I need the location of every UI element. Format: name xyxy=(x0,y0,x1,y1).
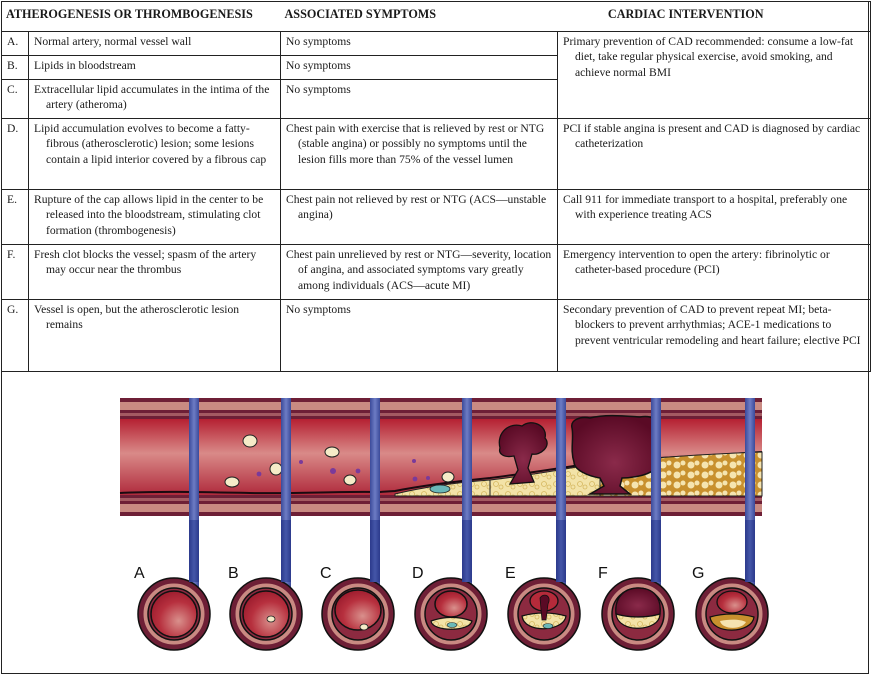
cross-section-c: C xyxy=(320,565,395,651)
section-marker-d xyxy=(462,398,472,588)
table-row: E. Rupture of the cap allows lipid in th… xyxy=(1,189,871,245)
vessel-wall-band-bottom xyxy=(120,504,762,512)
cross-section-d: D xyxy=(412,565,488,651)
section-marker-a xyxy=(189,398,199,588)
symptoms-text: Chest pain with exercise that is relieve… xyxy=(286,122,545,166)
cross-section-g: G xyxy=(692,565,769,651)
label-a: A xyxy=(134,565,145,582)
label-b: B xyxy=(228,565,239,582)
row-letter: C. xyxy=(1,79,29,119)
symptoms-text: No symptoms xyxy=(286,59,351,72)
label-e: E xyxy=(505,565,516,582)
row-letter: F. xyxy=(1,244,29,300)
lipid-particles xyxy=(224,434,455,488)
label-f: F xyxy=(598,565,608,582)
symptoms-text: Chest pain not relieved by rest or NTG (… xyxy=(286,193,547,222)
intervention-cell: PCI if stable angina is present and CAD … xyxy=(557,118,871,190)
intervention-text: Emergency intervention to open the arter… xyxy=(563,248,830,277)
section-marker-f xyxy=(651,398,661,588)
row-letter: B. xyxy=(1,55,29,80)
header-symptoms: ASSOCIATED SYMPTOMS xyxy=(280,1,558,32)
symptoms-cell: No symptoms xyxy=(280,31,558,56)
row-letter: E. xyxy=(1,189,29,245)
stage-cell: Lipid accumulation evolves to become a f… xyxy=(28,118,281,190)
label-g: G xyxy=(692,565,704,582)
stage-text: Lipid accumulation evolves to become a f… xyxy=(34,122,267,166)
intervention-text: Primary prevention of CAD recommended: c… xyxy=(563,35,854,79)
stage-text: Rupture of the cap allows lipid in the c… xyxy=(34,193,264,237)
stage-cell: Vessel is open, but the atherosclerotic … xyxy=(28,299,281,372)
header-atherogenesis: ATHEROGENESIS OR THROMBOGENESIS xyxy=(1,1,281,32)
stage-cell: Fresh clot blocks the vessel; spasm of t… xyxy=(28,244,281,300)
section-marker-e xyxy=(556,398,566,588)
intervention-cell: Secondary prevention of CAD to prevent r… xyxy=(557,299,871,372)
table-row: G. Vessel is open, but the atherosclerot… xyxy=(1,299,871,372)
artery-illustration-svg: A B C xyxy=(119,398,769,651)
row-letter: G. xyxy=(1,299,29,372)
stage-cell: Lipids in bloodstream xyxy=(28,55,281,80)
intervention-cell: Call 911 for immediate transport to a ho… xyxy=(557,189,871,245)
label-d: D xyxy=(412,565,424,582)
intervention-text: Secondary prevention of CAD to prevent r… xyxy=(563,303,861,347)
intervention-text: PCI if stable angina is present and CAD … xyxy=(563,122,861,151)
intervention-text: Call 911 for immediate transport to a ho… xyxy=(563,193,848,222)
stage-text: Vessel is open, but the atherosclerotic … xyxy=(34,303,240,332)
stage-cell: Rupture of the cap allows lipid in the c… xyxy=(28,189,281,245)
cross-section-f: F xyxy=(598,565,675,651)
symptoms-cell: Chest pain with exercise that is relieve… xyxy=(280,118,558,190)
table-header-row: ATHEROGENESIS OR THROMBOGENESIS ASSOCIAT… xyxy=(1,1,871,32)
row-letter: D. xyxy=(1,118,29,190)
header-intervention: CARDIAC INTERVENTION xyxy=(557,1,871,32)
stage-cell: Normal artery, normal vessel wall xyxy=(28,31,281,56)
foam-cell xyxy=(429,484,451,494)
row-letter: A. xyxy=(1,31,29,56)
longitudinal-artery xyxy=(119,398,763,588)
stage-text: Lipids in bloodstream xyxy=(34,59,136,72)
intervention-cell: Emergency intervention to open the arter… xyxy=(557,244,871,300)
symptoms-cell: Chest pain not relieved by rest or NTG (… xyxy=(280,189,558,245)
stage-text: Normal artery, normal vessel wall xyxy=(34,35,192,48)
intervention-cell-primary-prevention: Primary prevention of CAD recommended: c… xyxy=(557,31,871,119)
symptoms-cell: No symptoms xyxy=(280,79,558,119)
artery-illustration: A B C xyxy=(0,370,872,677)
symptoms-cell: No symptoms xyxy=(280,299,558,372)
thrombus-forming xyxy=(498,422,548,485)
table-row: A. Normal artery, normal vessel wall No … xyxy=(1,31,871,119)
symptoms-text: Chest pain unrelieved by rest or NTG—sev… xyxy=(286,248,552,292)
section-markers xyxy=(189,398,755,588)
symptoms-text: No symptoms xyxy=(286,83,351,96)
table-row: F. Fresh clot blocks the vessel; spasm o… xyxy=(1,244,871,300)
cross-section-e: E xyxy=(505,565,581,651)
stage-text: Fresh clot blocks the vessel; spasm of t… xyxy=(34,248,257,277)
section-marker-b xyxy=(281,398,291,588)
symptoms-cell: Chest pain unrelieved by rest or NTG—sev… xyxy=(280,244,558,300)
section-marker-g xyxy=(745,398,755,588)
symptoms-cell: No symptoms xyxy=(280,55,558,80)
cross-section-a: A xyxy=(134,565,211,651)
vessel-wall-band-top xyxy=(120,402,762,410)
stage-text: Extracellular lipid accumulates in the i… xyxy=(34,83,270,112)
table-row: C. Extracellular lipid accumulates in th… xyxy=(1,79,871,119)
label-c: C xyxy=(320,565,332,582)
cross-section-b: B xyxy=(228,565,303,651)
stage-cell: Extracellular lipid accumulates in the i… xyxy=(28,79,281,119)
symptoms-text: No symptoms xyxy=(286,35,351,48)
symptoms-text: No symptoms xyxy=(286,303,351,316)
cross-sections: A B C xyxy=(134,520,769,651)
section-marker-c xyxy=(370,398,380,588)
atherogenesis-table: ATHEROGENESIS OR THROMBOGENESIS ASSOCIAT… xyxy=(1,1,871,372)
table-row: D. Lipid accumulation evolves to become … xyxy=(1,118,871,190)
